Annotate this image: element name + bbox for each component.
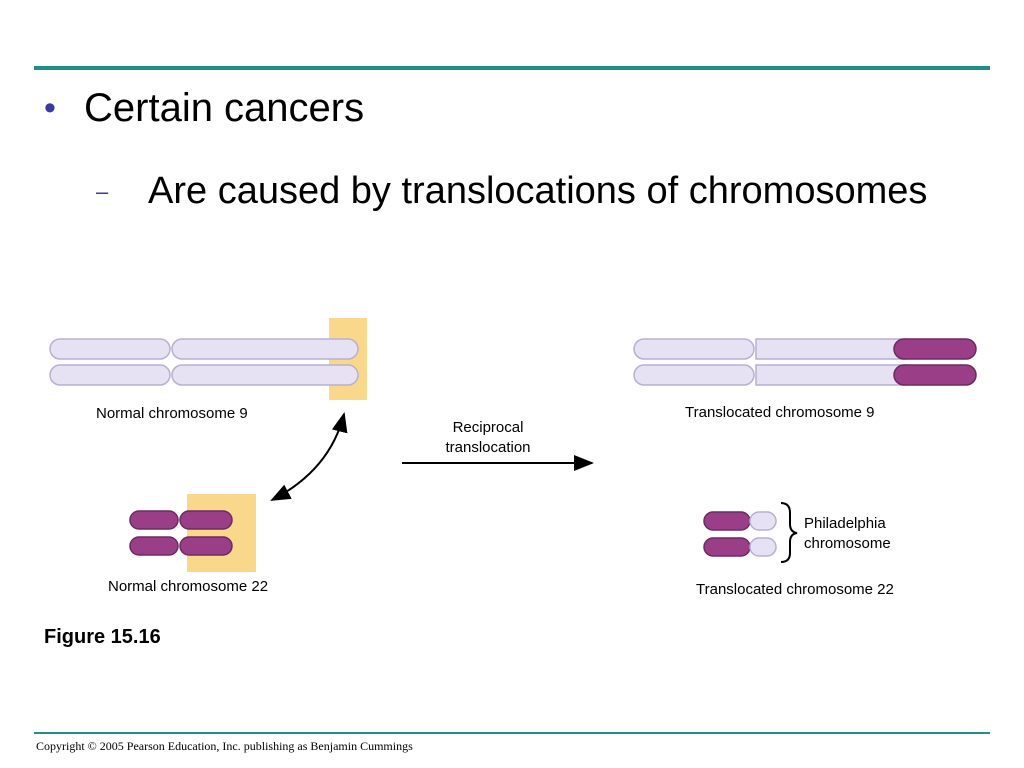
philadelphia-label: Philadelphia chromosome [804, 515, 891, 552]
translocated-chromosome-22 [703, 511, 777, 557]
bullet-dot-icon: • [44, 89, 56, 127]
chr9-chromatid-top [49, 338, 359, 360]
tchr22-chromatid-top [703, 511, 777, 531]
normal-chr22-label: Normal chromosome 22 [108, 578, 269, 595]
bullet-item: • Certain cancers [44, 86, 364, 131]
chr22-chromatid-top [129, 510, 233, 530]
translocated-chr9-label: Translocated chromosome 9 [685, 404, 875, 421]
normal-chr9-label: Normal chromosome 9 [96, 405, 248, 422]
bullet-text: Certain cancers [84, 86, 365, 130]
chr22-highlight-region [187, 494, 256, 572]
normal-chromosome-22 [129, 494, 256, 572]
tchr9-chromatid-bottom [633, 364, 977, 386]
sub-bullet-text: Are caused by translocations of chromoso… [148, 170, 928, 212]
reciprocal-translocation-label: Reciprocal translocation [445, 419, 531, 456]
normal-chromosome-9 [49, 318, 367, 400]
translocated-chromosome-9 [633, 338, 977, 386]
top-rule [34, 66, 990, 70]
dash-icon: – [96, 178, 109, 204]
chr9-chromatid-bottom [49, 364, 359, 386]
tchr22-chromatid-bottom [703, 537, 777, 557]
tchr9-chromatid-top [633, 338, 977, 360]
chr22-chromatid-bottom [129, 536, 233, 556]
sub-bullet-item: – Are caused by translocations of chromo… [96, 170, 927, 213]
copyright-text: Copyright © 2005 Pearson Education, Inc.… [36, 739, 413, 753]
translocated-chr22-label: Translocated chromosome 22 [696, 581, 894, 598]
bottom-rule [34, 732, 990, 734]
figure-label: Figure 15.16 [44, 626, 161, 648]
brace-icon [780, 502, 798, 563]
exchange-arrow [270, 412, 348, 501]
